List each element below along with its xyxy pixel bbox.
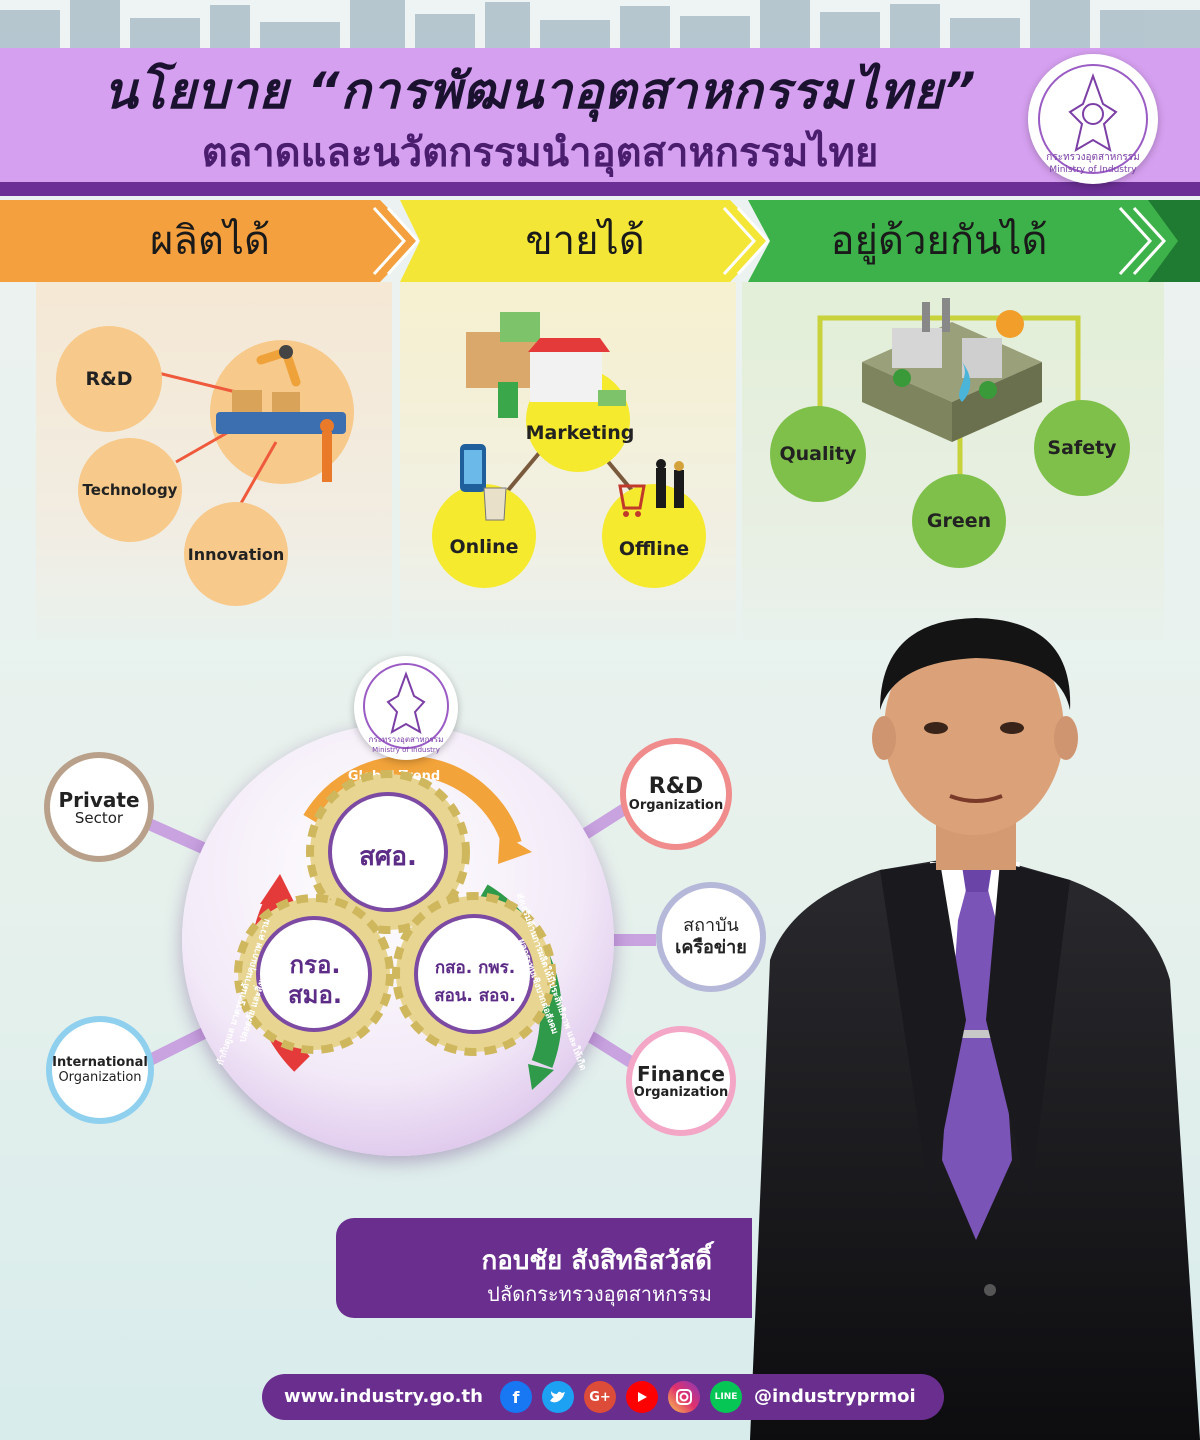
youtube-icon[interactable] (626, 1381, 658, 1413)
instagram-icon[interactable] (668, 1381, 700, 1413)
official-name: กอบชัย สังสิทธิสวัสดิ์ (481, 1246, 712, 1276)
page-subtitle: ตลาดและนวัตกรรมนำอุตสาหกรรมไทย (201, 130, 879, 176)
svg-text:Ministry of Industry: Ministry of Industry (372, 746, 440, 754)
stage-banner-shape (400, 200, 770, 282)
gear-right-label: กสอ. กพร. สอน. สอจ. (434, 958, 516, 1006)
gear-top-icon (306, 770, 470, 934)
partner-network-institute: สถาบัน เครือข่าย (656, 882, 766, 992)
sell-item-offline: Offline (602, 459, 706, 588)
gears-diagram: Global Trend (234, 755, 562, 1090)
google-plus-icon[interactable]: G+ (584, 1381, 616, 1413)
ministry-logo-small: กระทรวงอุตสาหกรรม Ministry of Industry (354, 656, 458, 760)
official-name-box: กอบชัย สังสิทธิสวัสดิ์ ปลัดกระทรวงอุตสาห… (336, 1218, 752, 1318)
partner-rd-organization: R&D Organization (620, 738, 732, 850)
svg-text:กระทรวงอุตสาหกรรม: กระทรวงอุตสาหกรรม (369, 735, 444, 744)
sell-center-label: Marketing (525, 422, 635, 444)
line-icon[interactable]: LINE (710, 1381, 742, 1413)
produce-illustration (153, 340, 354, 513)
factory-icon (862, 298, 1042, 442)
ministry-seal-icon: กระทรวงอุตสาหกรรม Ministry of Industry (1038, 64, 1148, 175)
logo-thai-text: กระทรวงอุตสาหกรรม (1046, 152, 1139, 163)
header-band (0, 48, 1200, 182)
store-icon (466, 312, 626, 418)
twitter-icon[interactable] (542, 1381, 574, 1413)
footer-bar: www.industry.go.th f G+ LINE @industrypr… (262, 1374, 944, 1420)
partner-finance-organization: Finance Organization (626, 1026, 736, 1136)
gear-right-icon (392, 892, 556, 1056)
stage-banner-produce: ผลิตได้ (0, 200, 420, 282)
coexist-illustration (817, 298, 1081, 482)
logo-english-text: Ministry of Industry (1049, 165, 1137, 175)
stage-label-produce: ผลิตได้ (149, 218, 271, 264)
sell-illustration (466, 312, 652, 514)
stage-label-sell: ขายได้ (525, 218, 645, 264)
facebook-icon[interactable]: f (500, 1381, 532, 1413)
social-handle[interactable]: @industryprmoi (754, 1386, 916, 1407)
page-title: นโยบาย “การพัฒนาอุตสาหกรรมไทย” (103, 62, 977, 120)
stage-banner-shape (0, 200, 420, 282)
sell-item-online: Online (432, 444, 536, 588)
produce-item-technology: Technology (78, 438, 182, 542)
produce-item-innovation: Innovation (184, 502, 288, 606)
website-link[interactable]: www.industry.go.th (284, 1386, 483, 1407)
gear-left-icon (234, 894, 394, 1054)
gear-left-label: กรอ. สมอ. (288, 951, 342, 1009)
stage-banner-shape (748, 200, 1200, 282)
smartphone-icon (460, 444, 507, 521)
coexist-item-quality: Quality (770, 406, 866, 502)
partner-private-sector: Private Sector (44, 752, 154, 862)
stage-label-coexist: อยู่ด้วยกันได้ (830, 218, 1048, 264)
partner-international-organization: International Organization (46, 1016, 154, 1124)
produce-item-rd: R&D (56, 326, 162, 432)
official-position: ปลัดกระทรวงอุตสาหกรรม (487, 1282, 712, 1306)
coexist-item-safety: Safety (1034, 400, 1130, 496)
shopping-cart-icon (618, 459, 684, 517)
ministry-seal-icon: กระทรวงอุตสาหกรรม Ministry of Industry (363, 663, 449, 754)
robot-arm-icon (216, 345, 346, 482)
stage-banner-sell: ขายได้ (400, 200, 770, 282)
stage-banner-coexist: อยู่ด้วยกันได้ (748, 200, 1200, 282)
ministry-logo: กระทรวงอุตสาหกรรม Ministry of Industry (1028, 54, 1158, 184)
header-stripe (0, 182, 1200, 196)
coexist-item-green: Green (912, 474, 1006, 568)
official-portrait (750, 618, 1200, 1440)
gear-top-label: สศอ. (359, 842, 417, 872)
